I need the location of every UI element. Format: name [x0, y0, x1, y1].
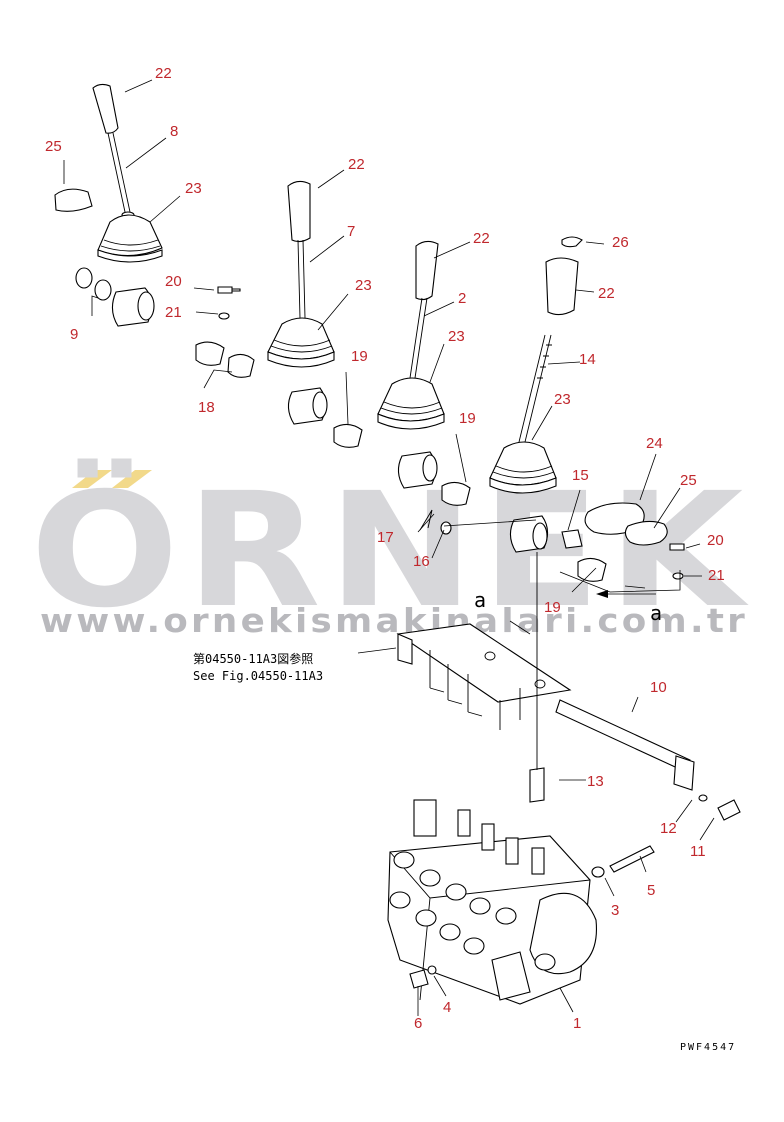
callout-1: 1 — [573, 1015, 581, 1032]
washer-12 — [698, 794, 708, 802]
callout-4: 4 — [443, 999, 451, 1016]
cap-25 — [624, 520, 668, 546]
boot-23 — [267, 317, 335, 360]
nut-6 — [409, 969, 429, 989]
screw-20 — [669, 543, 685, 551]
callout-26: 26 — [612, 234, 629, 251]
callout-13: 13 — [587, 773, 604, 790]
watermark-accent-left — [72, 470, 112, 488]
lever-assembly-14 — [419, 236, 685, 582]
lever-rod-7 — [297, 239, 306, 319]
washer-9a — [75, 267, 93, 289]
boot-23 — [377, 377, 445, 422]
callout-22: 22 — [155, 65, 172, 82]
spring-17 — [419, 509, 433, 531]
boot-23 — [489, 441, 557, 486]
control-valve-1 — [387, 799, 655, 1005]
clamp-18b — [227, 353, 255, 378]
watermark-brand: ÖRNEK — [30, 457, 750, 643]
clamp-18a — [195, 341, 225, 366]
callout-18: 18 — [198, 399, 215, 416]
drawing-code: PWF4547 — [680, 1042, 736, 1053]
watermark-accent-right — [112, 470, 152, 488]
lever-assembly-2 — [377, 240, 471, 506]
callout-24: 24 — [646, 435, 663, 452]
washer-3 — [591, 866, 605, 878]
view-marker-upper: a — [474, 588, 486, 612]
washer-21 — [672, 572, 684, 580]
knob-22 — [415, 240, 439, 301]
boot-23 — [97, 214, 163, 257]
stud-5 — [609, 845, 655, 873]
callout-12: 12 — [660, 820, 677, 837]
callout-17: 17 — [377, 529, 394, 546]
callout-22: 22 — [348, 156, 365, 173]
callout-7: 7 — [347, 223, 355, 240]
callout-23: 23 — [554, 391, 571, 408]
callout-14: 14 — [579, 351, 596, 368]
callout-3: 3 — [611, 902, 619, 919]
cap-25 — [54, 188, 93, 212]
bolt-11 — [717, 799, 741, 821]
lever-rod-14 — [518, 334, 552, 443]
washer-16 — [440, 521, 452, 535]
callout-23: 23 — [355, 277, 372, 294]
callout-9: 9 — [70, 326, 78, 343]
leader-lines — [63, 79, 715, 1016]
callout-21: 21 — [165, 304, 182, 321]
callout-20: 20 — [165, 273, 182, 290]
callout-6: 6 — [414, 1015, 422, 1032]
cap-26 — [561, 236, 583, 248]
washer-4 — [427, 965, 437, 975]
clamp-19 — [441, 481, 471, 506]
callout-23: 23 — [448, 328, 465, 345]
reference-jp: 第04550-11A3図参照 — [193, 651, 313, 666]
callout-22: 22 — [473, 230, 490, 247]
callout-11: 11 — [690, 843, 706, 860]
rod-10 — [555, 699, 691, 773]
washer-21 — [218, 312, 230, 320]
washer-9b — [94, 279, 112, 301]
callout-20: 20 — [707, 532, 724, 549]
lever-assembly-8 — [54, 83, 255, 378]
callout-8: 8 — [170, 123, 178, 140]
lever-assembly-7 — [267, 180, 363, 448]
lever-rod-2 — [409, 297, 428, 379]
clamp-19 — [577, 557, 607, 582]
callout-25: 25 — [680, 472, 697, 489]
callout-23: 23 — [185, 180, 202, 197]
callout-2: 2 — [458, 290, 466, 307]
link-13 — [529, 767, 545, 803]
callout-21: 21 — [708, 567, 725, 584]
knob-22 — [545, 257, 579, 316]
callout-numbers: 22 8 25 23 9 20 21 18 22 7 23 19 22 2 23… — [45, 65, 725, 1032]
lever-rod-8 — [107, 132, 131, 213]
screw-20 — [217, 286, 241, 294]
callout-19: 19 — [351, 348, 368, 365]
callout-25: 25 — [45, 138, 62, 155]
watermark: ÖRNEK www.ornekismakinalari.com.tr — [30, 457, 750, 643]
watermark-url: www.ornekismakinalari.com.tr — [40, 601, 748, 640]
knob-22 — [287, 180, 311, 243]
callout-10: 10 — [650, 679, 667, 696]
reference-en: See Fig.04550-11A3 — [193, 669, 323, 683]
view-marker-lower: a — [650, 601, 662, 625]
callout-15: 15 — [572, 467, 589, 484]
knob-22 — [92, 83, 119, 134]
clamp-19 — [333, 423, 363, 448]
pin-15 — [561, 529, 583, 549]
callout-19: 19 — [544, 599, 561, 616]
mounting-bracket — [396, 552, 741, 821]
callout-19: 19 — [459, 410, 476, 427]
callout-5: 5 — [647, 882, 655, 899]
callout-22: 22 — [598, 285, 615, 302]
callout-16: 16 — [413, 553, 430, 570]
valve-cap — [413, 799, 437, 837]
